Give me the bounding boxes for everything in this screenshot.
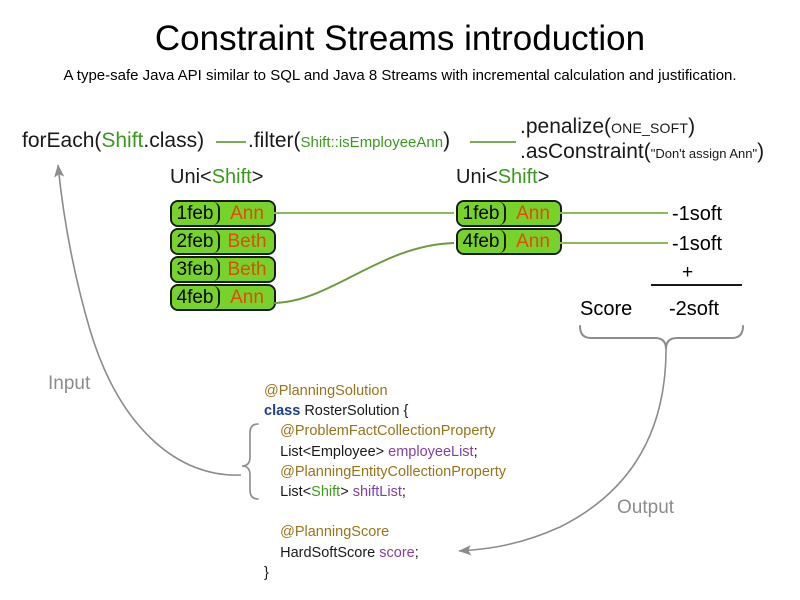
shift-employee-cell: Beth: [220, 230, 274, 253]
filter-call: .filter(: [248, 129, 301, 152]
pipeline-penalize: .penalize(ONE_SOFT): [520, 114, 695, 141]
uni-right-prefix: Uni<: [456, 166, 498, 188]
code-token: ;: [473, 443, 478, 460]
as-constraint-call: .asConstraint(: [520, 140, 651, 163]
shift-date-cell: 4feb: [458, 230, 506, 253]
shift-date-cell: 1feb: [172, 202, 220, 225]
shift-employee-cell: Beth: [220, 258, 274, 281]
code-line: @ProblemFactCollectionProperty: [264, 421, 506, 441]
code-token: class: [264, 403, 305, 420]
uni-label-left: Uni<Shift>: [170, 165, 263, 189]
code-token: @PlanningEntityCollectionProperty: [280, 463, 507, 480]
code-line: List<Shift> shiftList;: [264, 482, 506, 502]
code-token: @PlanningScore: [280, 524, 390, 541]
pipeline-foreach: forEach(Shift.class): [22, 128, 204, 154]
code-token: employeeList: [388, 443, 474, 460]
shift-employee-cell: Ann: [220, 202, 274, 225]
code-token: ;: [414, 544, 419, 561]
uni-right-type: Shift: [497, 166, 538, 188]
flow-label-output: Output: [617, 497, 675, 518]
uni-right-suffix: >: [537, 166, 550, 188]
connector-left4-right2: [272, 242, 455, 304]
uni-left-suffix: >: [251, 166, 264, 188]
code-line: }: [264, 563, 506, 583]
penalty-label-2: -1soft: [672, 233, 723, 255]
penalize-tail: ): [688, 115, 696, 138]
page-subtitle: A type-safe Java API similar to SQL and …: [63, 67, 737, 84]
filter-tail: ): [443, 129, 451, 152]
shift-employee-cell: Ann: [506, 202, 560, 225]
uni-left-prefix: Uni<: [170, 166, 212, 188]
code-fields-brace: [241, 423, 259, 500]
code-line: class RosterSolution {: [264, 401, 506, 421]
code-token: Shift: [311, 483, 341, 500]
code-line: HardSoftScore score;: [264, 543, 506, 563]
code-token: @ProblemFactCollectionProperty: [280, 423, 496, 440]
shift-date-cell: 3feb: [172, 258, 220, 281]
code-token: List<: [280, 483, 312, 500]
code-line: @PlanningScore: [264, 522, 506, 542]
penalize-call: .penalize(: [520, 115, 612, 138]
foreach-type: Shift: [101, 129, 144, 152]
code-token: shiftList: [352, 483, 402, 500]
filter-arg-rest: ::isEmployeeAnn: [330, 134, 444, 151]
as-constraint-arg: "Don't assign Ann": [650, 146, 758, 161]
code-line: @PlanningSolution: [264, 381, 506, 401]
foreach-call: forEach(: [22, 129, 102, 152]
code-line: List<Employee> employeeList;: [264, 442, 506, 462]
uni-left-type: Shift: [211, 166, 252, 188]
uni-label-right: Uni<Shift>: [456, 165, 549, 189]
code-line: @PlanningEntityCollectionProperty: [264, 462, 506, 482]
score-total: -2soft: [669, 298, 720, 320]
penalize-arg: ONE_SOFT: [611, 120, 689, 136]
score-label: Score: [580, 298, 633, 320]
code-token: List<Employee>: [280, 443, 389, 460]
as-constraint-tail: ): [757, 140, 765, 163]
code-token: HardSoftScore: [280, 544, 380, 561]
page-title: Constraint Streams introduction: [154, 19, 646, 58]
shift-employee-cell: Ann: [506, 230, 560, 253]
score-brace: [579, 325, 744, 350]
shift-date-cell: 4feb: [172, 286, 220, 309]
code-line: [264, 502, 506, 522]
shift-date-cell: 1feb: [458, 202, 506, 225]
code-token: ;: [401, 483, 406, 500]
code-token: }: [264, 564, 269, 581]
flow-label-input: Input: [48, 373, 91, 394]
code-token: RosterSolution {: [304, 403, 409, 420]
pipeline-as-constraint: .asConstraint("Don't assign Ann"): [520, 139, 764, 167]
penalty-label-1: -1soft: [672, 203, 723, 225]
shift-date-cell: 2feb: [172, 230, 220, 253]
code-token: @PlanningSolution: [264, 383, 388, 399]
foreach-tail: .class): [143, 129, 205, 152]
pipeline-filter: .filter(Shift::isEmployeeAnn): [248, 128, 450, 156]
code-token: score: [379, 544, 415, 561]
score-operator: +: [682, 262, 694, 283]
code-token: >: [340, 483, 353, 500]
shift-employee-cell: Ann: [220, 286, 274, 309]
filter-arg-type: Shift: [300, 134, 331, 151]
